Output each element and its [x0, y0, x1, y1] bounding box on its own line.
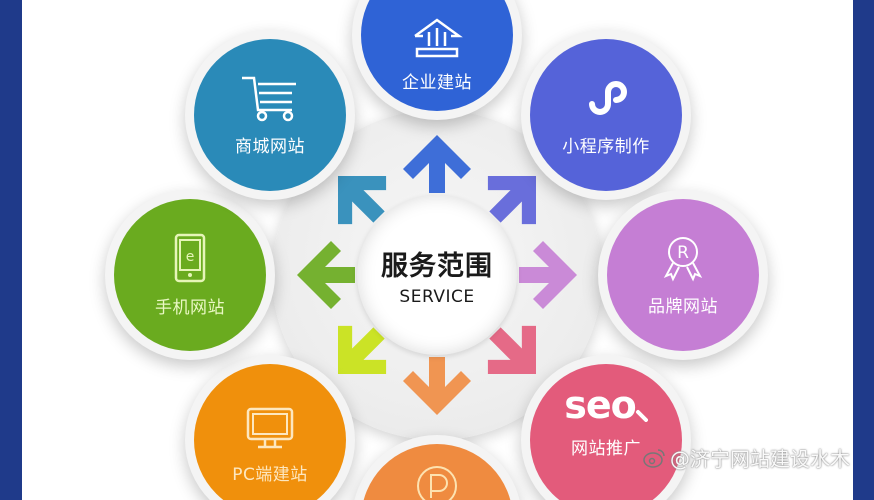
p-circle-icon [417, 466, 457, 500]
node-brand[interactable]: R 品牌网站 [598, 190, 768, 360]
arrows-group [297, 135, 577, 415]
node-miniprogram[interactable]: 小程序制作 [521, 30, 691, 200]
node-label-seo: 网站推广 [571, 439, 641, 459]
arrow-up-right-icon [487, 176, 536, 225]
node-bottom[interactable] [352, 435, 522, 500]
center-hub: 服务范围 SERVICE [357, 195, 517, 355]
watermark-text: @济宁网站建设水木 [670, 447, 850, 471]
center-title: 服务范围 [381, 250, 493, 282]
center-subtitle: SERVICE [399, 286, 475, 307]
arrow-up-left-icon [338, 176, 387, 225]
monitor-icon [246, 407, 294, 449]
node-label-brand: 品牌网站 [648, 296, 718, 317]
node-label-mall: 商城网站 [235, 136, 305, 157]
node-label-enterprise: 企业建站 [402, 72, 472, 93]
arrow-left-icon [297, 241, 355, 309]
arrow-up-icon [403, 135, 471, 193]
node-label-mobile: 手机网站 [155, 297, 225, 318]
node-mall[interactable]: 商城网站 [185, 30, 355, 200]
svg-text:R: R [677, 243, 689, 263]
node-enterprise[interactable]: 企业建站 [352, 0, 522, 120]
mini-program-icon [589, 80, 627, 115]
node-seo[interactable]: seo 网站推广 [521, 355, 691, 500]
node-pc[interactable]: PC端建站 [185, 355, 355, 500]
shopping-cart-icon [242, 76, 296, 121]
svg-text:e: e [186, 249, 195, 265]
arrow-down-icon [403, 357, 471, 415]
seo-search-icon: seo [564, 386, 648, 424]
node-label-miniprogram: 小程序制作 [562, 136, 650, 157]
building-upload-icon [414, 17, 463, 57]
left-border [0, 0, 22, 500]
service-diagram: 服务范围 SERVICE 企业建站 小程序制作 [22, 0, 853, 500]
right-border [853, 0, 874, 500]
watermark: @济宁网站建设水木 [642, 443, 850, 472]
arrow-right-icon [519, 241, 577, 309]
arrow-down-left-icon [338, 325, 387, 374]
node-label-pc: PC端建站 [232, 465, 308, 485]
arrow-down-right-icon [487, 325, 536, 374]
node-mobile[interactable]: e 手机网站 [105, 190, 275, 360]
seo-text: seo [564, 383, 636, 427]
registered-badge-icon: R [663, 236, 703, 281]
mobile-phone-icon: e [174, 233, 206, 282]
weibo-icon [643, 448, 665, 468]
